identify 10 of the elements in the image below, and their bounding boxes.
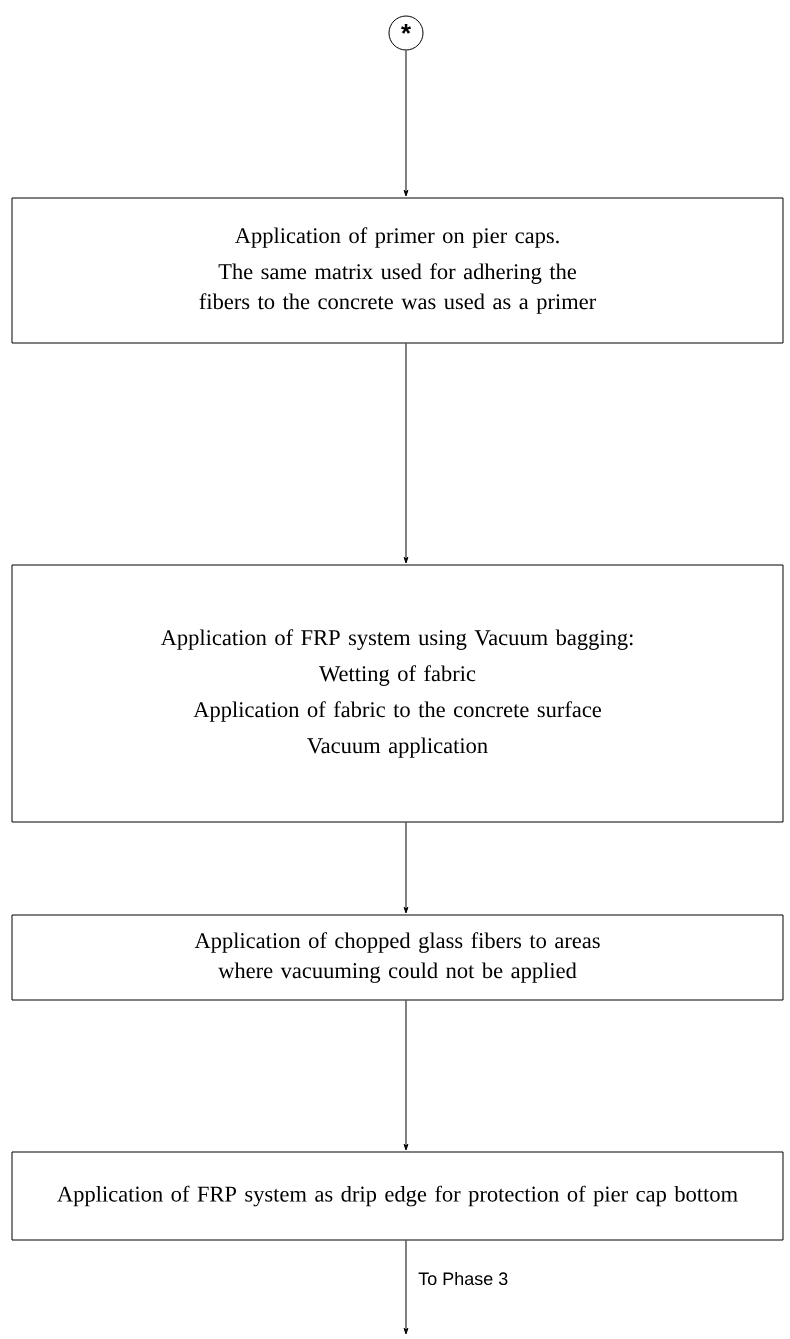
arrow [403,50,409,197]
arrow [403,1240,409,1335]
process-box: Application of FRP system using Vacuum bagging: Wetting of fabric Application of fabric to the concrete surface Vacuum application [11,564,784,823]
process-box: Application of primer on pier caps. The same matrix used for adhering the fibers to the concrete was used as a primer [11,197,784,344]
process-box: Application of FRP system as drip edge for protection of pier cap bottom [11,1151,784,1241]
arrow [403,1000,409,1151]
edge-label: To Phase 3 [416,1269,511,1288]
arrow [403,822,409,914]
process-box: Application of chopped glass fibers to areas where vacuuming could not be applied [11,914,784,1001]
arrow [403,343,409,564]
